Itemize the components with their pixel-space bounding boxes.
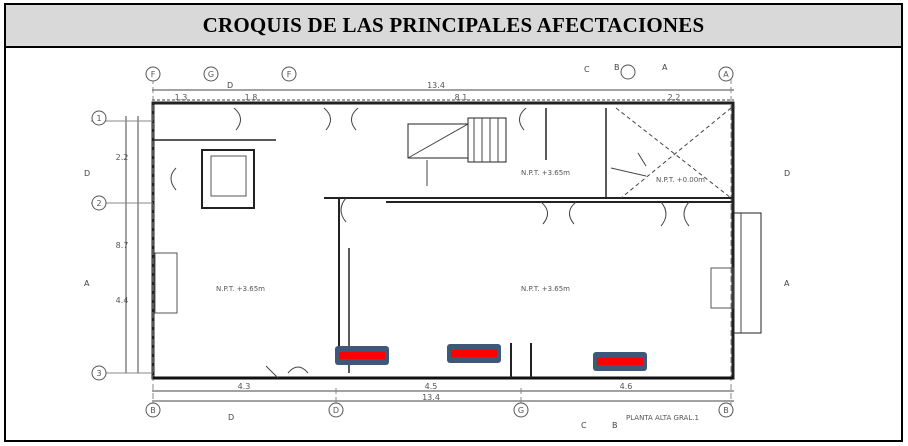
section-marker-b-top: B [614, 63, 620, 72]
axis-top-4: A [723, 70, 729, 79]
axis-left-2: 2 [96, 199, 101, 208]
building-outline [151, 101, 735, 380]
section-marker-c-bottom: C [581, 421, 587, 430]
axis-bottom-3: G [518, 406, 524, 415]
plan-caption: PLANTA ALTA GRAL.1 [626, 414, 699, 422]
section-marker-d-right: D [784, 169, 790, 178]
document-frame: CROQUIS DE LAS PRINCIPALES AFECTACIONES [4, 3, 903, 442]
section-marker-d-bottom: D [228, 413, 234, 422]
dim-top-3: 8.1 [455, 93, 468, 102]
level-label-right: N.P.T. +0.00m [656, 176, 705, 184]
axis-left-1: 1 [96, 114, 101, 123]
section-marker-d-left: D [84, 169, 90, 178]
level-label-top: N.P.T. +3.65m [521, 169, 570, 177]
dim-total-top: 13.4 [427, 81, 445, 90]
section-marker-c-top: C [584, 65, 590, 74]
section-marker-a-left: A [84, 279, 90, 288]
axis-top-1: F [151, 70, 156, 79]
axis-left-3: 3 [96, 369, 101, 378]
section-marker-b-bottom: B [612, 421, 618, 430]
axis-top-3: F [287, 70, 292, 79]
title-bar: CROQUIS DE LAS PRINCIPALES AFECTACIONES [6, 5, 901, 48]
dim-bottom-2: 4.5 [425, 382, 438, 391]
dim-bottom-1: 4.3 [238, 382, 251, 391]
section-marker-d-top: D [227, 81, 233, 90]
dim-total-bottom: 13.4 [422, 393, 440, 402]
dim-top-1: 1.3 [175, 93, 188, 102]
level-label-left: N.P.T. +3.65m [216, 285, 265, 293]
page-title: CROQUIS DE LAS PRINCIPALES AFECTACIONES [202, 13, 705, 37]
section-marker-a-top: A [662, 63, 668, 72]
affectation-markers [335, 344, 647, 371]
dim-left-1: 2.2 [116, 153, 129, 162]
axis-bottom-1: B [150, 406, 156, 415]
section-marker-a-right: A [784, 279, 790, 288]
dim-left-3: 4.4 [116, 296, 129, 305]
axis-bottom-2: D [333, 406, 339, 415]
axis-top-2: G [208, 70, 214, 79]
dim-top-2: 1.8 [245, 93, 258, 102]
dim-top-4: 2.2 [668, 93, 681, 102]
floor-plan-drawing: F G F A B D G B 1 2 3 13.4 1.3 1.8 8.1 2… [84, 63, 790, 430]
axis-bottom-4: B [723, 406, 729, 415]
dim-bottom-3: 4.6 [620, 382, 633, 391]
level-label-center: N.P.T. +3.65m [521, 285, 570, 293]
dim-left-2: 8.7 [116, 241, 129, 250]
